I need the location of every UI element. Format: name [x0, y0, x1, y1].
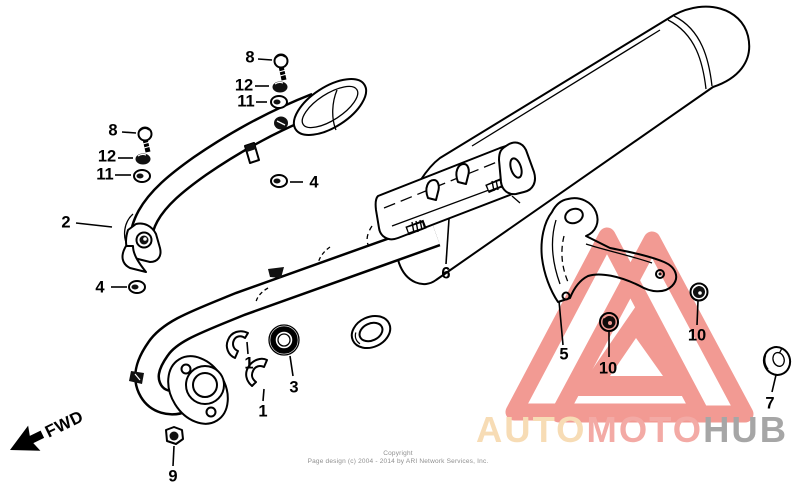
copyright-line1: Copyright [383, 450, 413, 457]
watermark-logo: AUTOMOTOHUB [476, 227, 788, 450]
copyright-line2: Page design (c) 2004 - 2014 by ARI Netwo… [307, 458, 489, 466]
front-pipe-cover [121, 78, 368, 273]
part-label-8: 8 [245, 48, 254, 66]
watermark-inner-triangle [574, 306, 700, 396]
part-label-10: 10 [688, 326, 706, 344]
joint-ring [350, 314, 392, 350]
weld-mark [268, 267, 284, 278]
part-label-11: 11 [96, 165, 113, 183]
exhaust-header-pipe [129, 221, 441, 416]
bolt-8 [137, 126, 153, 153]
watermark-brand-text: AUTOMOTOHUB [476, 409, 788, 450]
part-label-9: 9 [168, 467, 177, 485]
bracket-slot [509, 157, 523, 179]
fwd-label: FWD [42, 407, 86, 442]
exhaust-flange [167, 355, 229, 425]
leader-lines [75, 58, 777, 467]
part-label-2: 2 [61, 213, 70, 231]
part-label-1: 1 [258, 402, 267, 420]
washer-4 [270, 174, 288, 188]
washer-4 [128, 280, 146, 294]
shield-stud [405, 219, 427, 236]
muffler-heat-shield [374, 141, 536, 241]
part-label-12: 12 [98, 147, 116, 165]
part-label-11: 11 [237, 92, 254, 110]
flange-bolt-hole [205, 406, 217, 418]
watermark-triangle [550, 231, 754, 423]
washer-11 [270, 95, 288, 109]
part-label-6: 6 [441, 264, 450, 282]
washer-12 [272, 81, 288, 93]
part-label-7: 7 [765, 394, 774, 412]
part-label-1: 1 [244, 354, 253, 372]
part-label-3: 3 [289, 378, 298, 396]
part-label-4: 4 [95, 278, 105, 296]
part-label-5: 5 [559, 345, 568, 363]
washer-11 [133, 169, 151, 183]
brand-auto: AUTO [476, 409, 587, 450]
copyright-footer: Copyright Page design (c) 2004 - 2014 by… [288, 450, 508, 466]
washer-12 [135, 153, 151, 165]
fwd-arrow-icon [10, 425, 45, 451]
brand-hub: HUB [703, 409, 788, 450]
part-label-10: 10 [599, 359, 617, 377]
weld-mark [129, 371, 144, 384]
grommet-7 [762, 346, 792, 376]
brand-moto: MOTO [587, 409, 704, 450]
split-collar-1 [245, 357, 268, 387]
part-label-12: 12 [235, 76, 253, 94]
shield-tab [425, 179, 440, 201]
shield-tab [455, 163, 470, 185]
nut-10 [689, 282, 709, 302]
bolt-8 [273, 53, 289, 81]
part-label-8: 8 [108, 121, 117, 139]
gasket-ring-3 [268, 324, 300, 356]
split-collar-1 [225, 330, 249, 359]
part-label-4: 4 [309, 173, 319, 191]
flange-bolt-hole [180, 363, 192, 375]
fwd-indicator: FWD [10, 407, 86, 451]
nut-9 [165, 426, 184, 445]
